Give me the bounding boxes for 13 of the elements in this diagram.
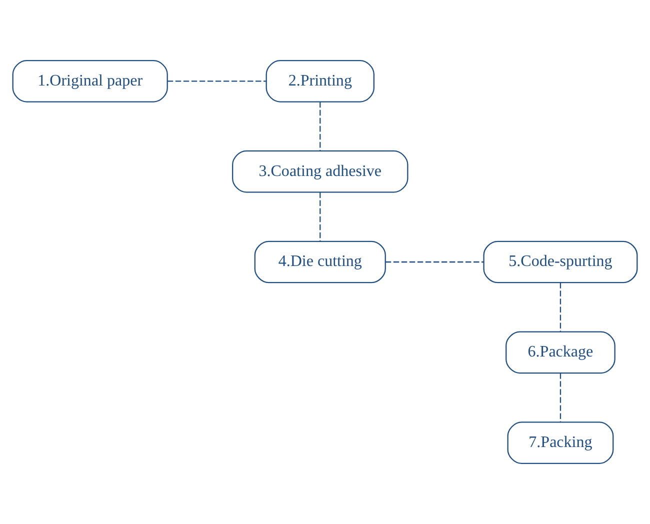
node-box: 3.Coating adhesive bbox=[232, 150, 408, 193]
connector bbox=[385, 261, 484, 263]
node-box: 5.Code-spurting bbox=[483, 240, 638, 284]
connector bbox=[320, 102, 321, 151]
connector bbox=[560, 282, 562, 332]
connector bbox=[320, 192, 321, 242]
connector bbox=[167, 80, 266, 82]
node-box: 6.Package bbox=[506, 331, 616, 374]
node-box: 1.Original paper bbox=[12, 60, 168, 102]
connector bbox=[560, 373, 562, 422]
node-box: 4.Die cutting bbox=[254, 240, 386, 284]
node-box: 7.Packing bbox=[507, 422, 614, 464]
node-box: 2.Printing bbox=[266, 60, 374, 102]
